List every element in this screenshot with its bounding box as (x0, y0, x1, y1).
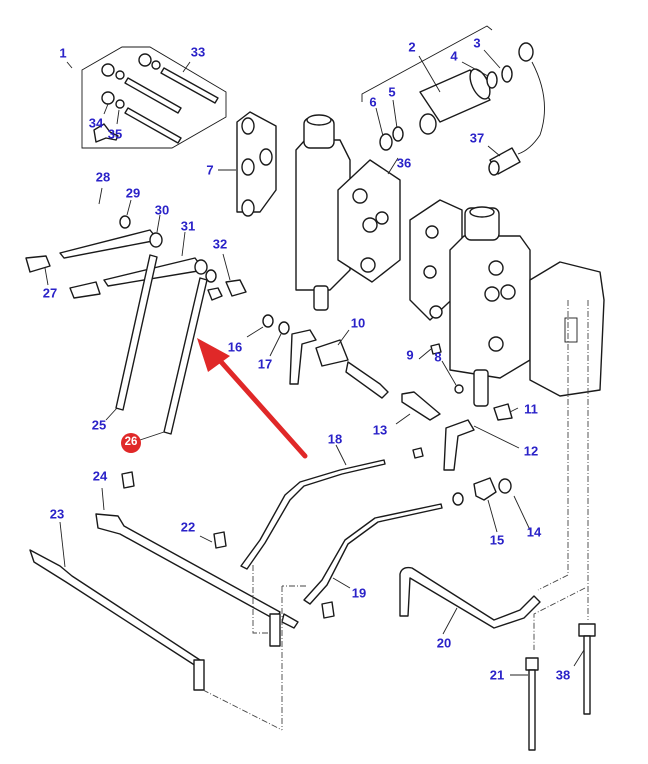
callout-5[interactable]: 5 (388, 84, 396, 100)
levers (25, 123, 247, 301)
linkage-pins (246, 314, 520, 471)
callout-19[interactable]: 19 (351, 585, 367, 601)
callout-20[interactable]: 20 (436, 635, 452, 651)
callout-23[interactable]: 23 (49, 506, 65, 522)
callout-7[interactable]: 7 (206, 162, 214, 178)
callout-35[interactable]: 35 (107, 126, 123, 142)
control-rods-18-19 (240, 444, 443, 605)
callout-29[interactable]: 29 (125, 185, 141, 201)
callout-24[interactable]: 24 (92, 468, 108, 484)
solenoid-assembly (361, 25, 513, 151)
callout-1[interactable]: 1 (59, 45, 67, 61)
clips (121, 471, 335, 619)
callout-10[interactable]: 10 (350, 315, 366, 331)
gasket-plate-7 (218, 111, 277, 217)
callout-34[interactable]: 34 (88, 115, 104, 131)
callout-6[interactable]: 6 (369, 94, 377, 110)
rods-25-26 (105, 254, 208, 441)
callout-13[interactable]: 13 (372, 422, 388, 438)
callout-2[interactable]: 2 (408, 39, 416, 55)
callout-25[interactable]: 25 (91, 417, 107, 433)
highlight-arrow (197, 338, 308, 459)
callout-30[interactable]: 30 (154, 202, 170, 218)
rod-end-15 (452, 477, 531, 533)
callout-3[interactable]: 3 (473, 35, 481, 51)
callout-33[interactable]: 33 (190, 44, 206, 60)
callout-9[interactable]: 9 (406, 347, 414, 363)
callout-12[interactable]: 12 (523, 443, 539, 459)
callout-4[interactable]: 4 (450, 48, 458, 64)
callout-15[interactable]: 15 (489, 532, 505, 548)
valve-section-1 (295, 114, 401, 311)
stud-kit-parts (101, 53, 219, 144)
valve-section-2 (409, 199, 605, 407)
callout-26-highlighted[interactable]: 26 (121, 433, 141, 453)
callout-27[interactable]: 27 (42, 285, 58, 301)
connector-plug-37 (487, 42, 545, 176)
callout-16[interactable]: 16 (227, 339, 243, 355)
callout-8[interactable]: 8 (434, 349, 442, 365)
callout-17[interactable]: 17 (257, 356, 273, 372)
callout-28[interactable]: 28 (95, 169, 111, 185)
callout-22[interactable]: 22 (180, 519, 196, 535)
callout-11[interactable]: 11 (524, 401, 538, 417)
callout-21[interactable]: 21 (489, 667, 505, 683)
pipe-20 (399, 566, 541, 635)
cross-shafts-23-24 (29, 487, 306, 731)
callout-31[interactable]: 31 (180, 218, 196, 234)
stud-kit-outline (66, 46, 227, 149)
bolts-21-38 (510, 300, 596, 751)
callout-18[interactable]: 18 (327, 431, 343, 447)
callout-14[interactable]: 14 (526, 524, 542, 540)
callout-32[interactable]: 32 (212, 236, 228, 252)
callout-36[interactable]: 36 (396, 155, 412, 171)
callout-37[interactable]: 37 (469, 130, 485, 146)
callout-38[interactable]: 38 (555, 667, 571, 683)
